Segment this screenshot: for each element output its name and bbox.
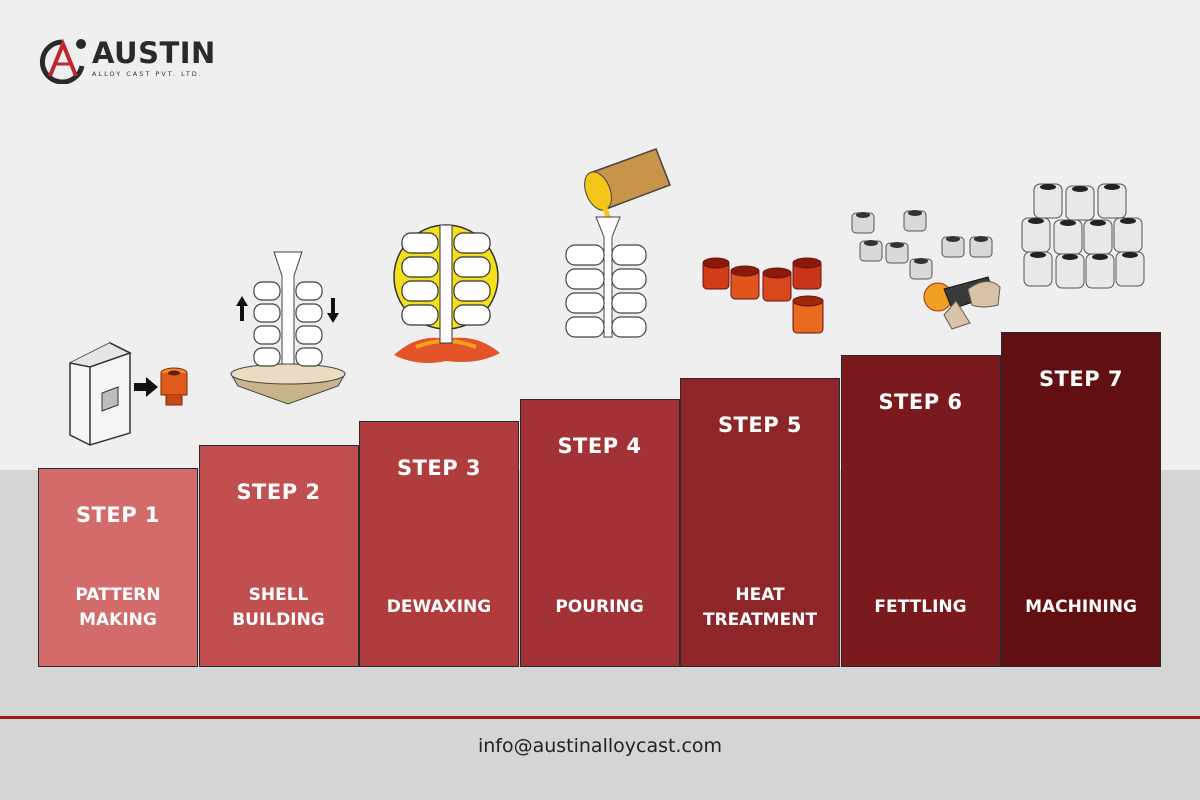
step-title: STEP 1 bbox=[75, 503, 161, 527]
wax-tree-icon bbox=[230, 251, 346, 405]
pattern-die-icon bbox=[69, 342, 188, 446]
step-name-line: BUILDING bbox=[232, 610, 325, 630]
step-2-block: STEP 2 SHELL BUILDING bbox=[198, 445, 359, 667]
dewax-icon bbox=[393, 224, 500, 363]
grinding-icon bbox=[851, 210, 1001, 330]
step-3-block: STEP 3 DEWAXING bbox=[359, 421, 519, 667]
step-title: STEP 7 bbox=[1038, 367, 1124, 391]
step-1-block: STEP 1 PATTERN MAKING bbox=[38, 468, 198, 667]
step-title: STEP 6 bbox=[878, 390, 963, 414]
step-name-line: HEAT bbox=[735, 585, 785, 605]
step-7-block: STEP 7 MACHINING bbox=[1001, 332, 1161, 667]
footer-email[interactable]: info@austinalloycast.com bbox=[477, 735, 723, 757]
step-5-block: STEP 5 HEAT TREATMENT bbox=[680, 378, 840, 667]
step-title: STEP 3 bbox=[396, 456, 482, 480]
step-title: STEP 4 bbox=[557, 434, 642, 458]
step-name: HEAT TREATMENT bbox=[681, 583, 839, 633]
step-name-line: MAKING bbox=[79, 610, 157, 630]
heated-castings-icon bbox=[702, 257, 824, 334]
step-name: DEWAXING bbox=[360, 595, 518, 620]
logo-icon bbox=[39, 38, 86, 84]
step-name: FETTLING bbox=[842, 595, 1000, 620]
step-name-line: MACHINING bbox=[1025, 597, 1137, 617]
brand-logo: AUSTIN ALLOY CAST PVT. LTD. bbox=[36, 36, 216, 86]
brand-tagline: ALLOY CAST PVT. LTD. bbox=[92, 70, 203, 78]
step-name: POURING bbox=[521, 595, 679, 620]
step-6-block: STEP 6 FETTLING bbox=[840, 355, 1001, 667]
pouring-ladle-icon bbox=[565, 148, 671, 338]
step-name: MACHINING bbox=[1002, 595, 1160, 620]
machined-parts-icon bbox=[1021, 183, 1145, 289]
step-name: PATTERN MAKING bbox=[39, 583, 197, 633]
footer-divider bbox=[0, 716, 1200, 719]
step-name-line: DEWAXING bbox=[386, 597, 492, 617]
step-name: SHELL BUILDING bbox=[200, 583, 358, 633]
brand-name: AUSTIN bbox=[92, 36, 216, 70]
step-title: STEP 5 bbox=[717, 413, 803, 437]
step-title: STEP 2 bbox=[236, 480, 321, 504]
step-name-line: TREATMENT bbox=[702, 610, 818, 630]
step-name-line: SHELL bbox=[248, 585, 309, 605]
step-name-line: POURING bbox=[555, 597, 644, 617]
step-4-block: STEP 4 POURING bbox=[519, 399, 680, 667]
step-name-line: FETTLING bbox=[874, 597, 967, 617]
step-name-line: PATTERN bbox=[75, 585, 161, 605]
